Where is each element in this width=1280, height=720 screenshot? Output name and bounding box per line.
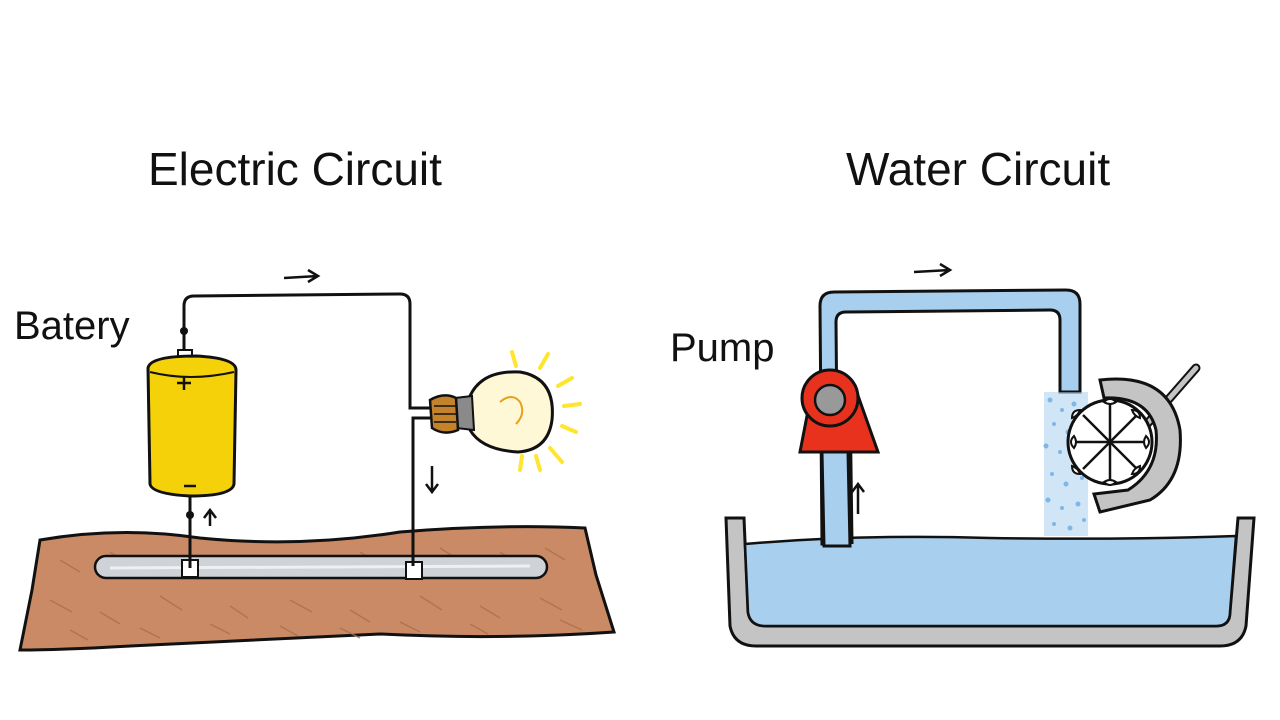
battery-icon — [146, 349, 238, 498]
electric-wire — [182, 292, 432, 568]
ground-board — [18, 525, 617, 652]
light-bulb-icon — [428, 350, 582, 472]
arrow-right-icon — [913, 262, 953, 278]
bulb-glow-rays — [510, 350, 582, 472]
electric-circuit-title: Electric Circuit — [148, 143, 442, 195]
wire-terminal-dots — [180, 327, 194, 519]
water-circuit-title: Water Circuit — [846, 143, 1111, 195]
flow-arrows — [851, 262, 953, 514]
buried-rod — [93, 554, 549, 580]
arrow-up-icon — [851, 481, 865, 514]
arrow-right-icon — [283, 268, 321, 284]
water-wheel-icon — [1066, 363, 1201, 514]
current-arrows — [203, 268, 439, 526]
arrow-up-icon — [203, 507, 217, 526]
pump-label: Pump — [670, 326, 775, 370]
arrow-down-icon — [425, 466, 439, 495]
water-basin — [724, 516, 1256, 648]
water-pump-icon — [798, 368, 881, 548]
battery-label: Batery — [14, 304, 130, 348]
battery-plus-icon — [177, 376, 191, 390]
